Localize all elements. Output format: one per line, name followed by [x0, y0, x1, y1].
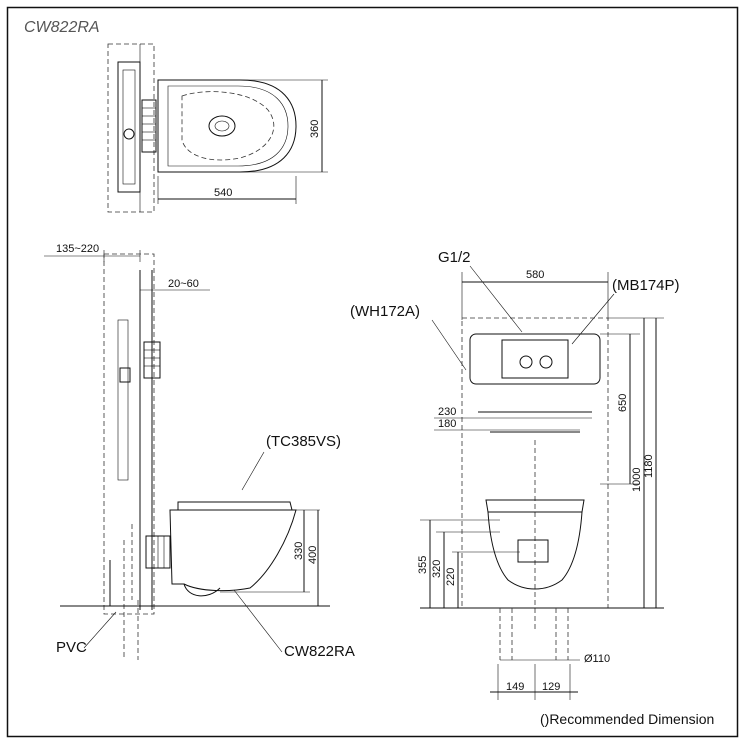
dim-1180: 1180: [643, 454, 655, 478]
frame-model-label: (WH172A): [350, 303, 420, 320]
thread-label: G1/2: [438, 249, 471, 266]
plate-model-label: (MB174P): [612, 277, 680, 294]
front-view: G1/2 580 (MB174P) (WH172A) 230 180 650: [350, 249, 680, 700]
bowl-model-label: CW822RA: [284, 643, 355, 660]
dim-1000: 1000: [631, 468, 643, 492]
dim-135-220: 135~220: [56, 243, 99, 255]
dim-180: 180: [438, 418, 456, 430]
dim-20-60: 20~60: [168, 278, 199, 290]
dim-330: 330: [293, 542, 305, 560]
dim-220: 220: [445, 568, 457, 586]
side-view: 135~220 20~60 (TC385VS): [44, 243, 355, 660]
dim-580: 580: [526, 269, 544, 281]
pvc-label: PVC: [56, 639, 87, 656]
top-view: 540 360: [107, 43, 328, 213]
dim-149: 149: [506, 681, 524, 693]
recommended-note: ()Recommended Dimension: [540, 711, 714, 727]
dim-650: 650: [617, 394, 629, 412]
dim-540: 540: [214, 187, 232, 199]
dim-230: 230: [438, 406, 456, 418]
dim-400: 400: [307, 546, 319, 564]
dim-360: 360: [309, 120, 321, 138]
dim-dia110: Ø110: [584, 653, 610, 665]
dim-355: 355: [417, 556, 429, 574]
dim-129: 129: [542, 681, 560, 693]
drawing-border: [6, 6, 739, 738]
model-title: CW822RA: [24, 19, 100, 36]
seat-model-label: (TC385VS): [266, 433, 341, 450]
dim-320: 320: [431, 560, 443, 578]
